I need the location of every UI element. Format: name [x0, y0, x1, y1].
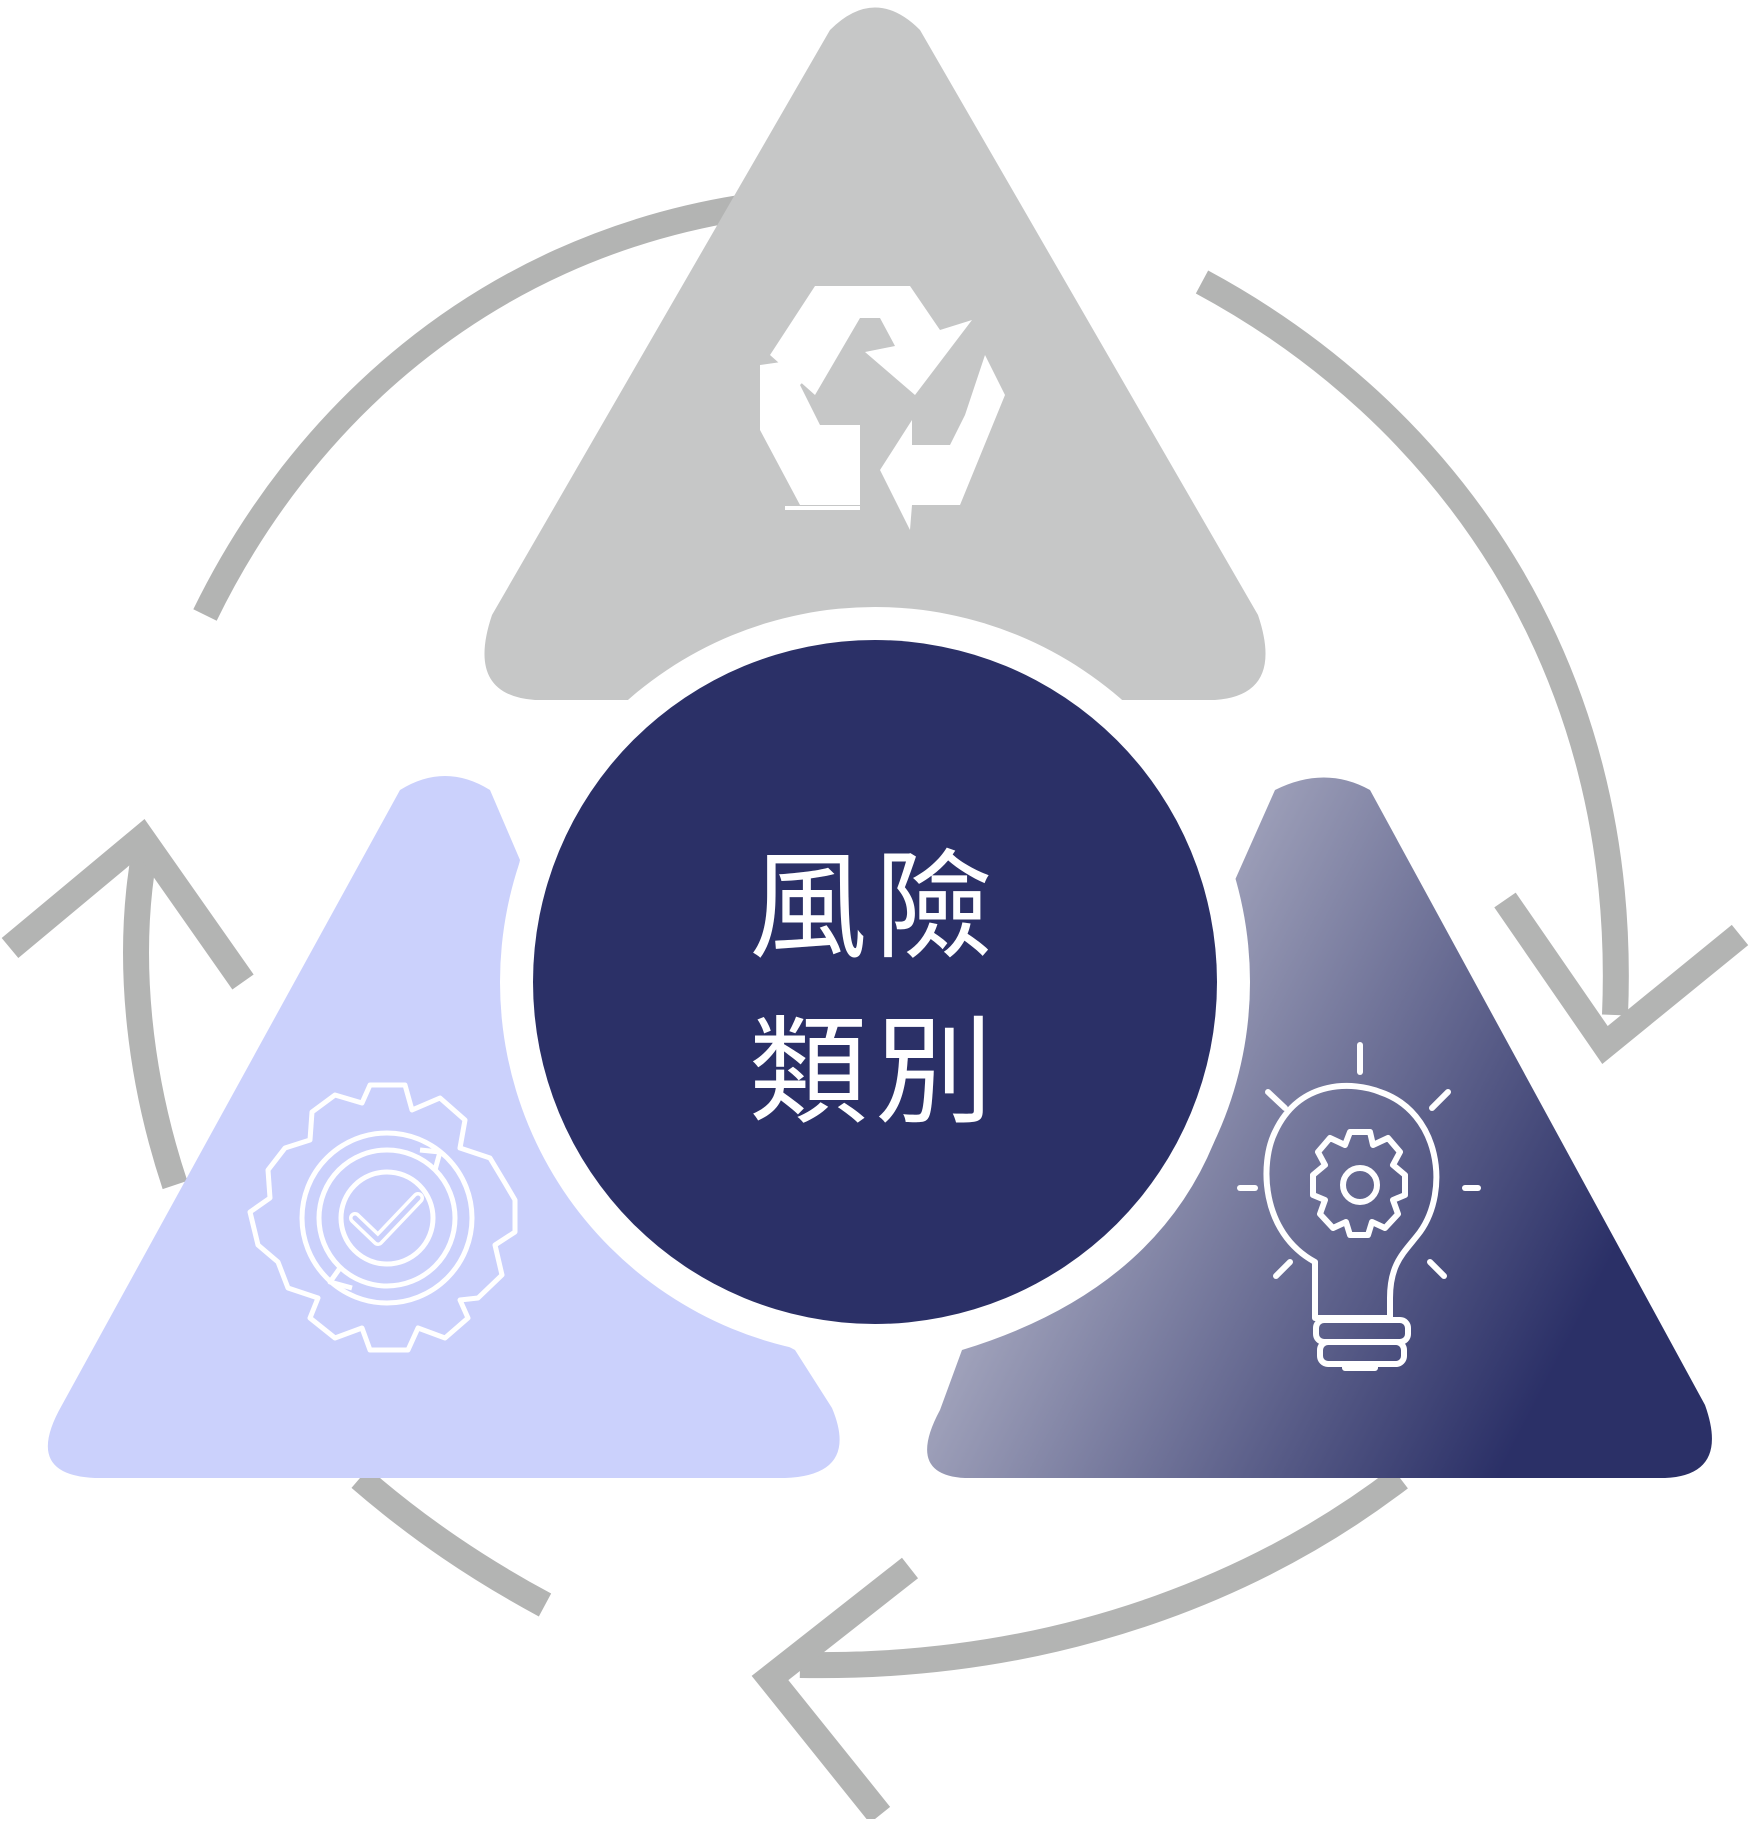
segment-right-shape	[927, 777, 1712, 1478]
center-title: 風險 類別	[530, 825, 1220, 1155]
segment-right	[927, 777, 1712, 1478]
segment-left-shape	[47, 776, 840, 1478]
center-title-line-2: 類別	[748, 1003, 1001, 1142]
lightbulb-gear-icon	[1237, 1042, 1481, 1371]
center-title-line-1: 風險	[748, 838, 1001, 976]
arrow-arc-left	[123, 847, 188, 1190]
recycle-icon	[760, 286, 1005, 530]
gear-check-icon	[247, 1082, 518, 1353]
arrow-arc-top-left	[193, 195, 743, 621]
arrow-head-bottom	[751, 1557, 919, 1824]
arrow-arc-top-right	[1195, 270, 1629, 1016]
segment-left	[47, 776, 840, 1478]
arrow-arc-bottom-right	[799, 1467, 1408, 1679]
center-circle	[533, 640, 1217, 1324]
cycle-arrows	[1, 195, 1749, 1824]
arrow-head-right	[1494, 892, 1749, 1064]
arrow-arc-bottom-left	[351, 1468, 552, 1617]
arrow-head-left	[1, 818, 254, 990]
